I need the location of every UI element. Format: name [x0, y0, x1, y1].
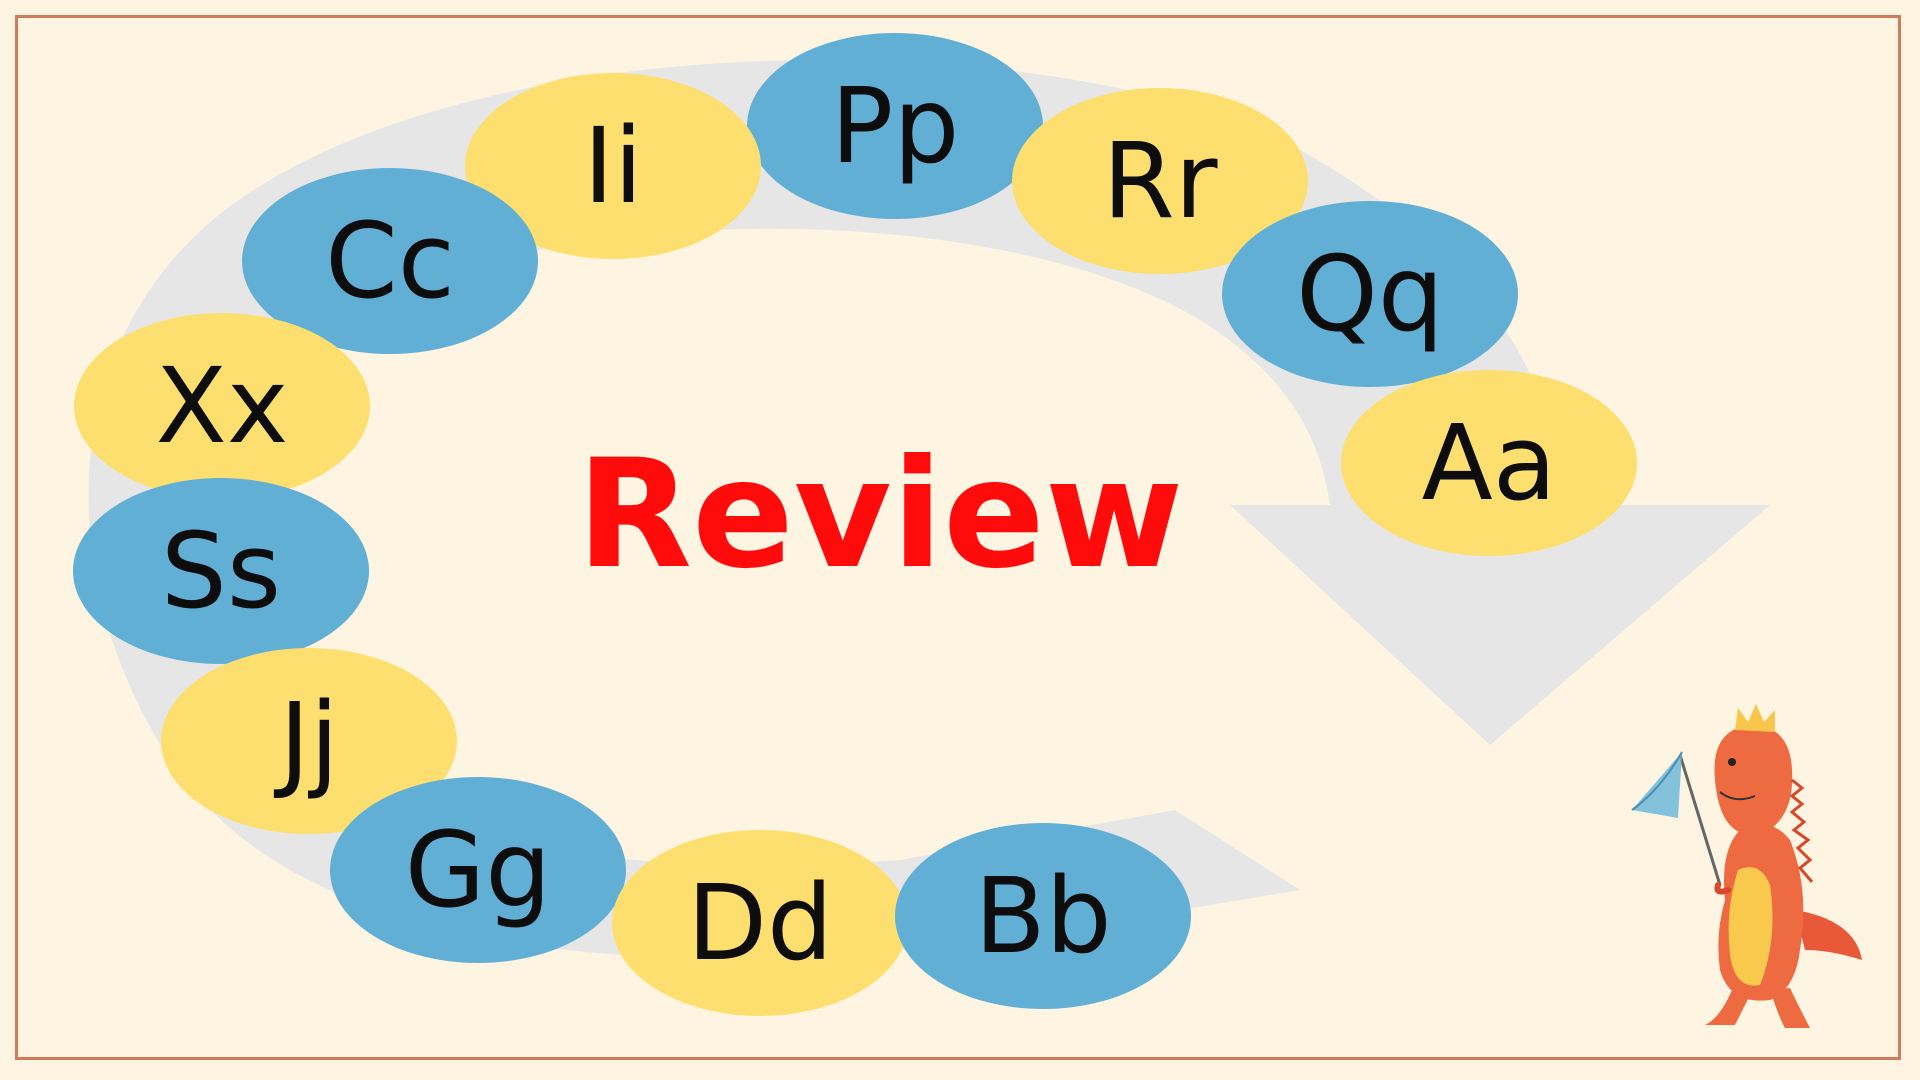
letter-label: Aa: [1421, 402, 1557, 524]
letter-label: Dd: [686, 862, 834, 984]
letter-oval-pp: Pp: [747, 33, 1043, 219]
review-title: Review: [576, 428, 1184, 602]
letter-label: Ii: [583, 105, 643, 227]
letter-label: Ss: [160, 510, 282, 632]
letter-oval-aa: Aa: [1341, 370, 1637, 556]
letter-oval-xx: Xx: [74, 313, 370, 499]
letter-oval-gg: Gg: [330, 777, 626, 963]
letter-label: Jj: [279, 680, 339, 802]
letter-label: Rr: [1102, 120, 1218, 242]
letter-oval-jj: Jj: [161, 648, 457, 834]
letter-oval-ss: Ss: [73, 478, 369, 664]
letter-label: Xx: [155, 345, 289, 467]
letter-label: Gg: [404, 809, 552, 931]
letter-label: Bb: [974, 855, 1112, 977]
letter-label: Pp: [830, 65, 960, 187]
slide-frame: [15, 15, 1901, 1060]
letter-oval-qq: Qq: [1222, 201, 1518, 387]
dinosaur-with-net-icon: [1631, 704, 1862, 1028]
letter-oval-bb: Bb: [895, 823, 1191, 1009]
letter-label: Cc: [325, 200, 455, 322]
letter-label: Qq: [1296, 233, 1444, 355]
letter-oval-dd: Dd: [612, 830, 908, 1016]
